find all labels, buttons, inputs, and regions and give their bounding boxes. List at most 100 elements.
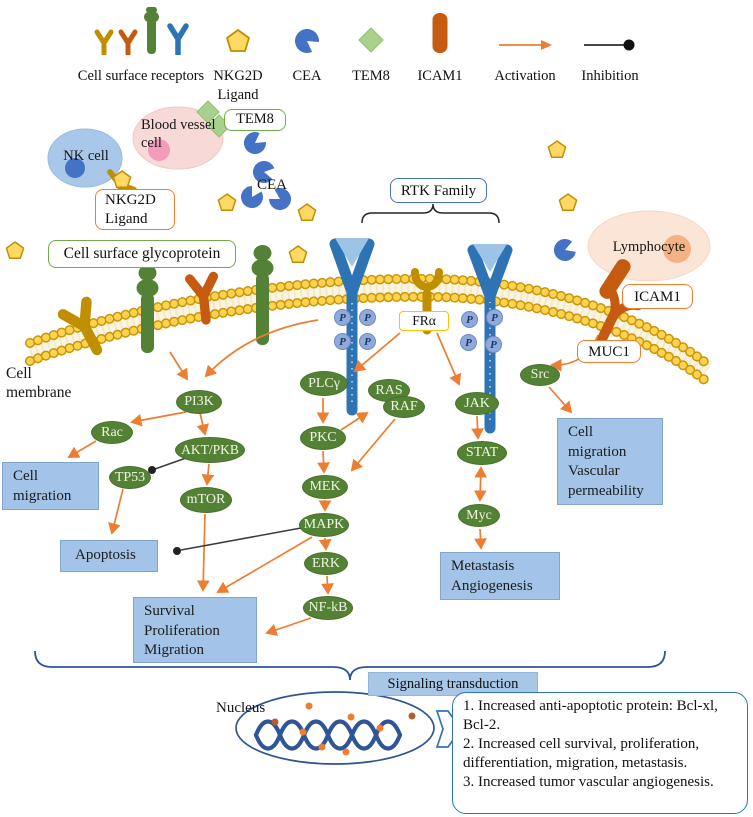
node-pi3k: PI3K [176,390,222,414]
inhibit-dot-apoptosis [173,547,181,555]
arrow-pi3k-rac [130,411,187,427]
glycoprotein-label-box: Cell surface glycoprotein [48,240,236,268]
node-src: Src [520,364,560,386]
pentagon-icon [224,8,252,55]
phospho-circle: P [334,333,351,350]
arrow-akt-mtor [201,463,215,486]
outcome-apoptosis: Apoptosis [60,540,158,572]
nk-cell-label: NK cell [63,148,109,164]
phospho-circle: P [334,309,351,326]
arrow-tp53-apoptosis [108,488,124,535]
arrow-receptor-pi3k [169,351,189,381]
green-glycoprotein-receptor-1 [136,265,159,353]
legend-item-inhibition: Inhibition [570,8,650,86]
icam1-rod [599,259,631,299]
nk-cell [47,128,123,188]
tem8-label-box: TEM8 [224,109,286,131]
blood-vessel-cell-label: Blood vessel cell [141,117,216,152]
activation-arrows [67,319,599,636]
inhibit-dot-tp53 [148,466,156,474]
arrow-erk-nfkb [321,575,334,595]
node-raf: RAF [383,396,425,418]
arrow-fra-plcg [353,332,401,373]
block-arrow-icon [435,710,463,748]
arrow-rac-migration [67,440,97,458]
arrow-pkc-mek [317,450,330,474]
inhibit-akt-tp53 [154,457,187,470]
node-pkc: PKC [300,426,346,450]
green-glycoprotein-receptor-2 [251,245,274,345]
blood-vessel-cell-nucleus [148,139,170,161]
arrow-mtor-survival [196,513,210,592]
nk-cell-nucleus [65,158,85,178]
icam1-label-box: ICAM1 [622,284,693,309]
rod-icon [429,8,451,55]
phospho-circle: P [461,311,478,328]
legend-label: Activation [494,68,556,84]
outcome-survival: Survival Proliferation Migration [133,597,257,663]
node-erk: ERK [304,552,348,575]
node-mapk: MAPK [299,513,349,537]
arrow-pi3k-akt [196,412,209,436]
node-jak: JAK [455,392,499,415]
phospho-circle: P [486,309,503,326]
legend-label: Inhibition [581,68,639,84]
lymphocyte-cell [587,210,711,282]
fra-label-box: FRα [399,311,449,331]
muc1-label-box: MUC1 [577,340,641,363]
pacman-icon [293,8,321,55]
signaling-transduction-label: Signaling transduction [368,672,538,696]
arrow-jak-stat [471,415,484,440]
lymphocyte-label: Lymphocyte [612,239,686,255]
phospho-circle: P [359,333,376,350]
results-box: 1. Increased anti-apoptotic protein: Bcl… [452,692,748,814]
legend-item-activation: Activation [487,8,563,86]
node-plcg: PLCγ [300,371,348,396]
receptor-group-icon [89,7,193,55]
rtk-family-brace [361,203,500,224]
phospho-circle: P [485,336,502,353]
signaling-brace [34,650,666,681]
blood-vessel-cell [132,106,224,170]
rtk-family-label-box: RTK Family [390,178,487,203]
dna-helix [253,719,403,751]
nucleus-dots [271,702,416,756]
nkg2d-ligand-label-box: NKG2D Ligand [95,189,175,230]
legend-label: CEA [292,68,322,84]
inhibition-line-icon [581,8,639,55]
node-rac: Rac [91,421,133,444]
legend-label: NKG2D Ligand [213,68,263,103]
node-mtor: mTOR [180,487,232,513]
outcome-metastasis: Metastasis Angiogenesis [440,552,560,600]
phospho-circle: P [359,309,376,326]
cea-label: CEA [257,177,287,193]
node-mek: MEK [302,475,348,499]
legend-item-tem8: TEM8 [343,8,399,86]
arrow-myc-metastasis [474,528,487,550]
cell-membrane-label: Cell membrane [6,365,72,402]
legend-item-cea: CEA [283,8,331,86]
arrow-pkc-raf [340,411,369,431]
nucleus-ellipse [235,691,435,765]
arrow-fra-jak [436,332,462,386]
legend-label: ICAM1 [417,68,463,84]
node-ras: RAS [368,379,410,402]
legend-item-icam1: ICAM1 [412,8,468,86]
node-myc: Myc [458,504,500,527]
arrow-raf-mek [350,418,396,472]
arrow-src-migration [548,386,573,414]
legend-label: TEM8 [352,68,390,84]
inhibit-mapk-apoptosis [180,527,302,551]
arrow-mapk-erk [318,537,332,551]
inhibition-lines [148,457,302,555]
nucleus-label: Nucleus [216,700,266,716]
arrow-stat-myc [473,466,488,502]
arrow-mapk-survival [216,536,313,593]
node-akt: AKT/PKB [175,437,245,463]
phospho-circle: P [460,334,477,351]
diamond-icon [356,8,386,55]
activation-arrow-icon [496,8,554,55]
arrow-rtk1-pi3k [204,319,319,378]
